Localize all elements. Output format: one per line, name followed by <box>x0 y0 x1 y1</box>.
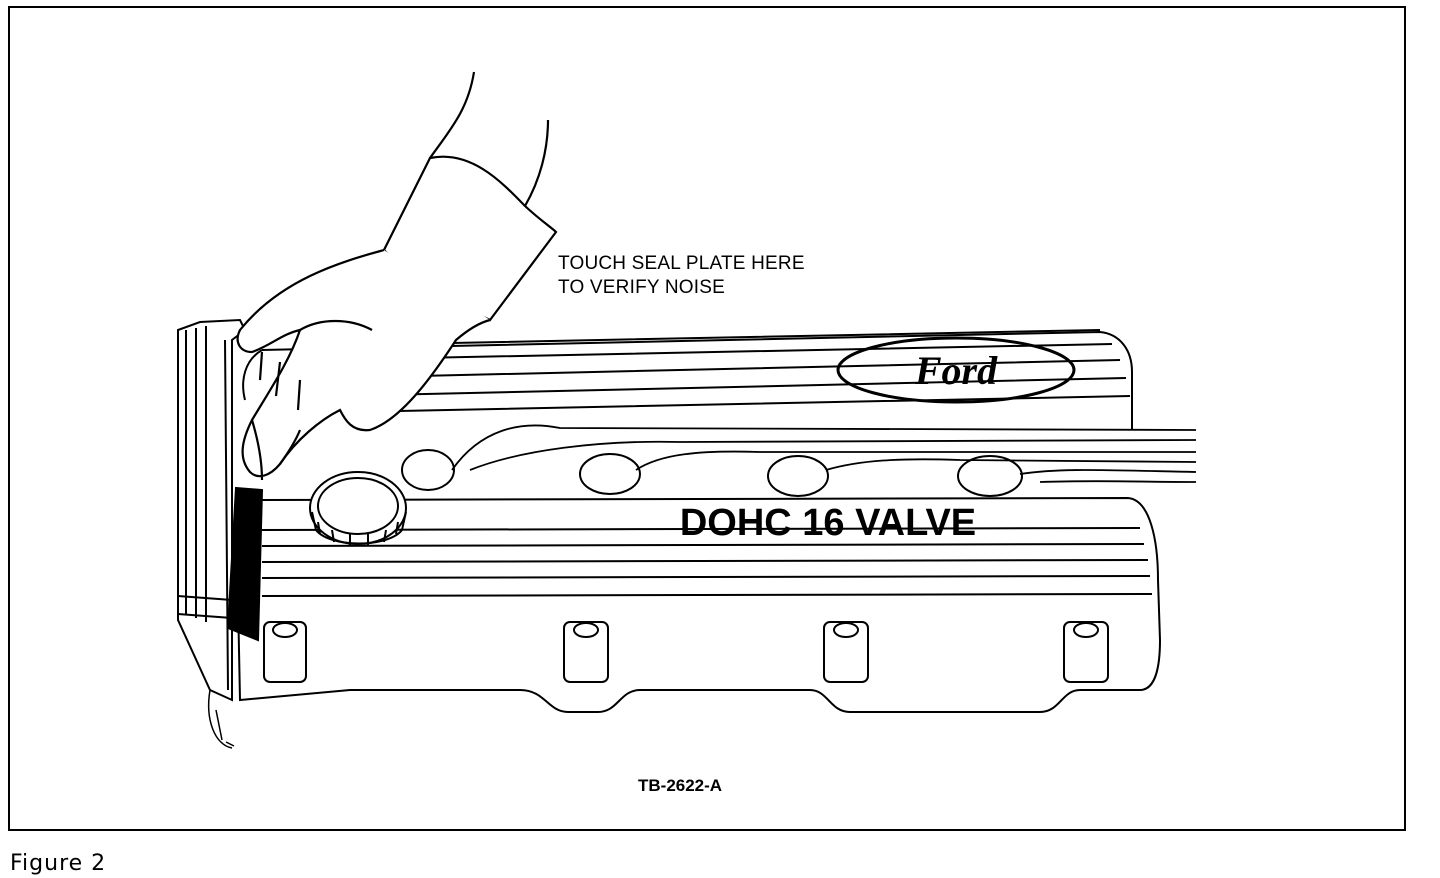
callout-line-1: TOUCH SEAL PLATE HERE <box>558 253 805 274</box>
oil-filler-cap <box>309 471 407 546</box>
cover-label: DOHC 16 VALVE <box>680 502 976 544</box>
figure-caption: Figure 2 <box>10 851 107 876</box>
hand-illustration <box>236 71 558 481</box>
seal-plate <box>177 318 264 749</box>
callout-line-2: TO VERIFY NOISE <box>558 277 726 298</box>
ford-logo-text: Ford <box>914 348 998 393</box>
cover-bolts <box>263 621 1109 683</box>
spark-plug-wells <box>401 449 1023 497</box>
valve-cover <box>235 329 1162 713</box>
ford-logo: Ford <box>836 336 1076 404</box>
seal-gasket <box>226 486 264 642</box>
ignition-wires <box>451 424 1197 483</box>
figure-code: TB-2622-A <box>638 776 723 795</box>
callout-text: TOUCH SEAL PLATE HERE TO VERIFY NOISE <box>558 252 805 300</box>
figure-frame <box>8 6 1406 831</box>
